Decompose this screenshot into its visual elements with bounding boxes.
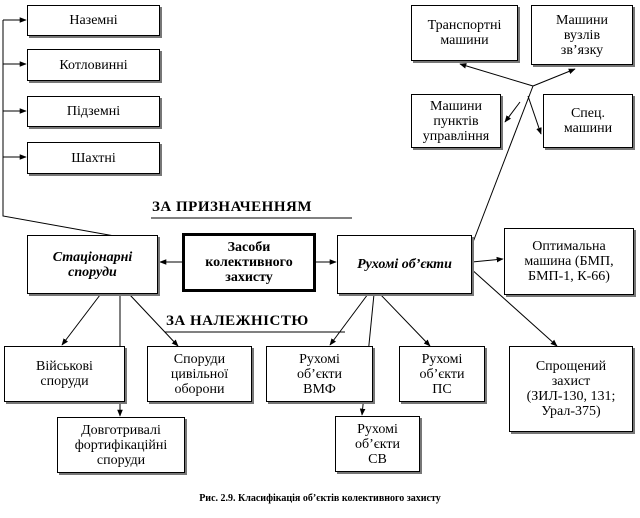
node-label: Транспортні машини bbox=[427, 18, 502, 48]
connector-mobile-hub bbox=[469, 85, 534, 251]
node-label: Наземні bbox=[69, 13, 118, 28]
connector-stationary-military bbox=[61, 294, 101, 346]
node-label: Військові споруди bbox=[36, 359, 93, 389]
node-viiskovi: Військові споруди bbox=[4, 346, 125, 402]
node-label: Спрощений захист (ЗИЛ-130, 131; Урал-375… bbox=[526, 359, 616, 419]
connector-hub-spec bbox=[527, 95, 542, 135]
connector-hub-command bbox=[504, 101, 521, 123]
connector-hub-comm bbox=[532, 68, 576, 87]
heading-purpose: ЗА ПРИЗНАЧЕННЯМ bbox=[152, 199, 312, 215]
figure-caption: Рис. 2.9. Класифікація об’єктів колектив… bbox=[199, 493, 441, 504]
node-rukhomi-sv: Рухомі об’єкти СВ bbox=[335, 416, 420, 472]
connector-mobile-ps bbox=[379, 293, 431, 347]
node-label: Рухомі об’єкти ПС bbox=[419, 351, 465, 397]
node-label: Рухомі об’єкти bbox=[357, 257, 452, 272]
node-label: Засоби колективного захисту bbox=[205, 240, 293, 285]
connector-mobile-vmf bbox=[329, 293, 369, 346]
node-label: Оптимальна машина (БМП, БМП-1, К-66) bbox=[524, 239, 614, 284]
connector-hub-transport bbox=[459, 63, 534, 87]
node-label: Машини пунктів управління bbox=[422, 98, 490, 144]
node-optymalna: Оптимальна машина (БМП, БМП-1, К-66) bbox=[504, 228, 634, 295]
node-transportni: Транспортні машини bbox=[411, 5, 518, 61]
node-shakhtni: Шахтні bbox=[27, 142, 160, 174]
node-label: Довготривалі фортифікаційні споруди bbox=[74, 422, 168, 468]
node-nazemni: Наземні bbox=[27, 5, 160, 36]
node-stationary: Стаціонарні споруди bbox=[27, 235, 158, 294]
node-spets-mashyny: Спец. машини bbox=[543, 94, 633, 148]
node-kotlovynni: Котловинні bbox=[27, 49, 160, 81]
node-label: Стаціонарні споруди bbox=[52, 249, 133, 280]
node-label: Шахтні bbox=[71, 150, 116, 166]
node-label: Споруди цивільної оборони bbox=[170, 351, 229, 397]
bracket-line bbox=[2, 20, 121, 238]
node-label: Котловинні bbox=[59, 57, 128, 73]
node-dovgotryvali: Довготривалі фортифікаційні споруди bbox=[57, 417, 185, 473]
node-sproshchenyi: Спрощений захист (ЗИЛ-130, 131; Урал-375… bbox=[509, 346, 633, 432]
node-rukhomi: Рухомі об’єкти bbox=[337, 235, 472, 294]
heading-affiliation: ЗА НАЛЕЖНІСТЮ bbox=[166, 313, 309, 329]
node-rukhomi-vmf: Рухомі об’єкти ВМФ bbox=[266, 346, 373, 402]
node-pidzemni: Підземні bbox=[27, 96, 160, 127]
node-rukhomi-ps: Рухомі об’єкти ПС bbox=[399, 346, 485, 402]
connector-mobile-optimal bbox=[471, 256, 504, 263]
node-label: Спец. машини bbox=[563, 106, 613, 136]
node-punktiv-upravlinnia: Машини пунктів управління bbox=[411, 94, 501, 148]
node-label: Машини вузлів зв’язку bbox=[556, 12, 608, 58]
connector-stationary-civil bbox=[129, 294, 179, 347]
node-label: Підземні bbox=[66, 104, 121, 119]
node-vuzliv-zviazku: Машини вузлів зв’язку bbox=[531, 5, 633, 65]
node-center: Засоби колективного захисту bbox=[182, 233, 316, 292]
connector-mobile-simplified bbox=[469, 267, 558, 347]
node-tsyvilnoi-oborony: Споруди цивільної оборони bbox=[147, 346, 252, 402]
node-label: Рухомі об’єкти ВМФ bbox=[296, 351, 343, 397]
node-label: Рухомі об’єкти СВ bbox=[354, 421, 401, 467]
